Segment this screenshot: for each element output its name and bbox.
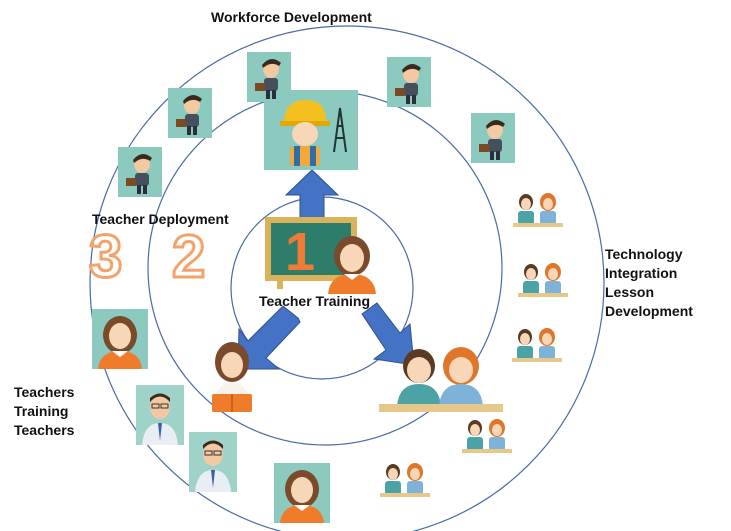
male-teacher-icon xyxy=(188,431,238,493)
reading-student-icon xyxy=(212,342,252,412)
outer-ring xyxy=(89,25,605,531)
arrow-right-down xyxy=(361,302,415,366)
label-ttt-line-3: Teachers xyxy=(14,422,75,438)
students-at-desk-icon xyxy=(379,347,503,412)
label-tech-line-1: Technology xyxy=(605,246,683,262)
label-ttt-line-1: Teachers xyxy=(14,384,75,400)
businessman-icon xyxy=(471,113,515,163)
label-teachers-training-teachers: Teachers Training Teachers xyxy=(14,384,75,438)
label-tech-line-4: Development xyxy=(605,303,693,319)
students-at-desk-icon xyxy=(518,263,568,297)
stage-number-three: 3 xyxy=(89,223,122,290)
students-at-desk-icon xyxy=(512,328,562,362)
female-teacher-icon xyxy=(328,236,376,294)
businessman-icon xyxy=(247,52,291,102)
female-teacher-icon xyxy=(274,463,330,523)
students-at-desk-icon xyxy=(513,193,563,227)
label-ttt-line-2: Training xyxy=(14,403,68,419)
male-teacher-icon xyxy=(135,384,185,446)
label-tech-line-2: Integration xyxy=(605,265,677,281)
stage-number-one: 1 xyxy=(285,222,315,282)
businessman-icon xyxy=(118,147,162,197)
label-workforce-development: Workforce Development xyxy=(211,9,372,25)
students-at-desk-icon xyxy=(462,419,512,453)
students-at-desk-icon xyxy=(380,463,430,497)
engineer-icon xyxy=(264,90,358,170)
businessman-icon xyxy=(387,57,431,107)
female-teacher-icon xyxy=(92,309,148,369)
stage-number-two: 2 xyxy=(172,223,205,290)
label-teacher-training: Teacher Training xyxy=(259,293,370,309)
businessman-icon xyxy=(168,88,212,138)
label-technology-integration-lesson-development: Technology Integration Lesson Developmen… xyxy=(605,246,693,319)
label-teacher-deployment: Teacher Deployment xyxy=(92,211,229,227)
label-tech-line-3: Lesson xyxy=(605,284,654,300)
arrow-up xyxy=(284,169,340,219)
